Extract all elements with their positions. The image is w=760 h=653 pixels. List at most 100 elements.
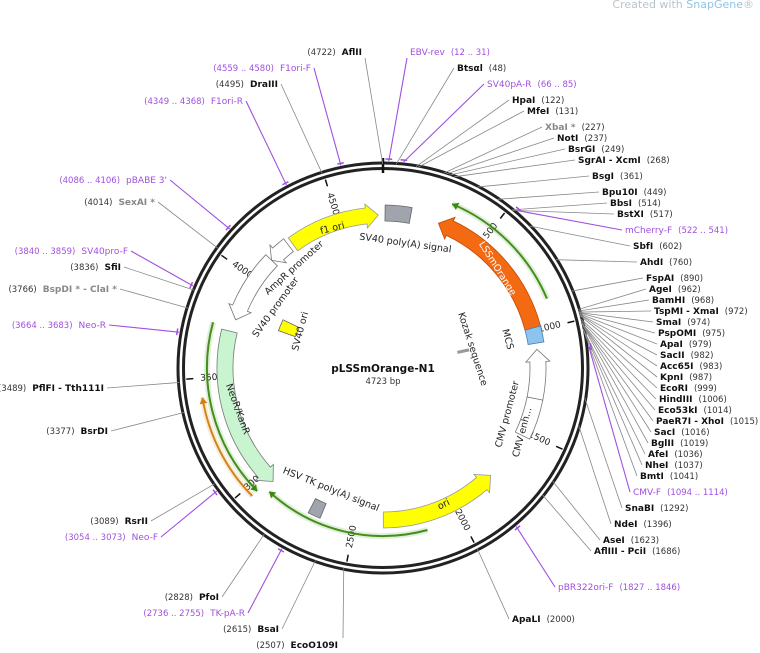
site-ndei[interactable]: NdeI(1396) xyxy=(578,425,672,530)
site-sfii[interactable]: (3836)SfiI xyxy=(70,263,195,291)
site-bsgi[interactable]: BsgI(361) xyxy=(477,172,643,188)
site-position: (4014) xyxy=(84,198,112,208)
site-position: (890) xyxy=(680,274,703,284)
site-bglii[interactable]: BglII(1019) xyxy=(581,324,708,449)
site-label: (2736 .. 2755)TK-pA-R xyxy=(143,609,245,619)
site-hpai[interactable]: HpaI(122) xyxy=(415,96,564,168)
feature-ori xyxy=(382,473,492,529)
site-pspomi[interactable]: PspOMI(975) xyxy=(579,312,725,339)
site-label: HpaI(122) xyxy=(512,96,564,106)
site-eco53ki[interactable]: Eco53kI(1014) xyxy=(581,322,732,416)
site-asei[interactable]: AseI(1623) xyxy=(552,480,659,546)
primer-pbabe-3[interactable]: (4086 .. 4106)pBABE 3' xyxy=(59,176,232,231)
site-mfei[interactable]: MfeI(131) xyxy=(418,107,578,168)
site-name: SacII xyxy=(660,351,685,361)
site-afliii-pcii[interactable]: AflIII - PciI(1686) xyxy=(542,494,681,557)
site-label: SnaBI(1292) xyxy=(625,504,688,514)
site-leader-line xyxy=(511,202,608,211)
primer-mcherry-f[interactable]: mCherry-F(522 .. 541) xyxy=(515,206,728,236)
site-name: AgeI xyxy=(649,285,672,295)
site-label: PspOMI(975) xyxy=(658,329,725,339)
primer-sv40pa-r[interactable]: SV40pA-R(66 .. 85) xyxy=(400,80,577,163)
site-label: BamHI(968) xyxy=(652,296,714,306)
site-bpu10i[interactable]: Bpu10I(449) xyxy=(497,188,667,200)
site-apali[interactable]: ApaLI(2000) xyxy=(477,548,575,625)
site-leader-line xyxy=(108,324,180,333)
site-name: BsrGI xyxy=(568,145,595,155)
site-bts-l[interactable]: Btsαl(48) xyxy=(395,64,506,165)
site-hindiii[interactable]: HindIII(1006) xyxy=(581,320,727,405)
plasmid-name: pLSSmOrange-N1 xyxy=(331,363,435,375)
site-position: (1036) xyxy=(674,450,702,460)
site-apai[interactable]: ApaI(979) xyxy=(579,313,712,350)
site-position: (975) xyxy=(702,329,725,339)
site-nhei[interactable]: NheI(1037) xyxy=(582,329,703,471)
site-label: ApaLI(2000) xyxy=(512,615,575,625)
site-pfoi[interactable]: (2828)PfoI xyxy=(165,533,265,603)
primer-tk-pa-r[interactable]: (2736 .. 2755)TK-pA-R xyxy=(143,548,285,619)
site-label: KpnI(987) xyxy=(660,373,712,383)
annotation-arc xyxy=(451,203,548,300)
site-name: EBV-rev xyxy=(410,48,446,58)
primer-cmv-f[interactable]: CMV-F(1094 .. 1114) xyxy=(588,343,728,498)
site-leader-line xyxy=(529,225,631,247)
site-kpni[interactable]: KpnI(987) xyxy=(580,315,712,383)
site-label: XbaI *(227) xyxy=(545,123,605,133)
site-pflfi-tth111i[interactable]: (3489)PflFI - Tth111I xyxy=(0,382,180,394)
site-aflii[interactable]: (4722)AflII xyxy=(307,48,384,165)
site-paer7i-xhoi[interactable]: PaeR7I - XhoI(1015) xyxy=(581,323,758,427)
site-sgrai-xcmi[interactable]: SgrAI - XcmI(268) xyxy=(454,156,670,178)
site-afei[interactable]: AfeI(1036) xyxy=(582,328,703,460)
feature-cmv-promoter xyxy=(524,348,551,401)
site-sbfi[interactable]: SbfI(602) xyxy=(529,225,682,252)
site-position: (48) xyxy=(489,64,506,74)
watermark-prefix: Created with xyxy=(612,0,687,11)
site-sexai[interactable]: (4014)SexAI * xyxy=(84,198,219,249)
site-acc65i[interactable]: Acc65I(983) xyxy=(579,314,722,372)
site-leader-line xyxy=(477,548,510,620)
primer-sv40pro-f[interactable]: (3840 .. 3859)SV40pro-F xyxy=(15,247,194,289)
site-snabi[interactable]: SnaBI(1292) xyxy=(584,397,689,514)
site-label: (3489)PflFI - Tth111I xyxy=(0,384,104,394)
site-saci[interactable]: SacI(1016) xyxy=(581,323,710,438)
site-bsai[interactable]: (2615)BsaI xyxy=(223,560,316,635)
site-leader-line xyxy=(395,67,455,165)
site-bmti[interactable]: BmtI(1041) xyxy=(583,330,698,482)
site-sacii[interactable]: SacII(982) xyxy=(579,314,714,361)
site-name: HpaI xyxy=(512,96,535,106)
site-fspai[interactable]: FspAI(890) xyxy=(571,274,703,292)
site-bspdi-clai[interactable]: (3766)BspDI * - ClaI * xyxy=(8,285,189,309)
primer-pbr322ori-f[interactable]: pBR322ori-F(1827 .. 1846) xyxy=(514,525,680,593)
primer-f1ori-f[interactable]: (4559 .. 4580)F1ori-F xyxy=(213,64,344,166)
site-name: BsrDI xyxy=(81,427,108,437)
site-bbsi[interactable]: BbsI(514) xyxy=(511,199,661,211)
feature-cmv-enh xyxy=(514,396,544,440)
primer-f1ori-r[interactable]: (4349 .. 4368)F1ori-R xyxy=(144,97,289,186)
site-position: (3836) xyxy=(70,263,98,273)
site-ecori[interactable]: EcoRI(999) xyxy=(580,318,717,394)
site-draiii[interactable]: (4495)DraIII xyxy=(216,80,323,174)
primer-neo-f[interactable]: (3054 .. 3073)Neo-F xyxy=(65,489,218,543)
site-rsrii[interactable]: (3089)RsrII xyxy=(90,483,216,527)
tick-mark xyxy=(555,445,563,450)
site-label: mCherry-F(522 .. 541) xyxy=(625,226,728,236)
feature-sv40-promoter xyxy=(228,254,278,321)
feature-label-mcs: MCS xyxy=(499,328,515,351)
site-agei[interactable]: AgeI(962) xyxy=(578,285,701,310)
site-position: (268) xyxy=(647,156,670,166)
site-xbai[interactable]: XbaI *(227) xyxy=(443,123,605,174)
site-smai[interactable]: SmaI(974) xyxy=(579,312,710,328)
site-ecoo109i[interactable]: (2507)EcoO109I xyxy=(256,568,345,651)
primer-neo-r[interactable]: (3664 .. 3683)Neo-R xyxy=(12,321,180,336)
site-noti[interactable]: NotI(237) xyxy=(446,134,607,175)
site-tspmi-xmai[interactable]: TspMI - XmaI(972) xyxy=(579,307,748,317)
site-leader-line xyxy=(342,568,345,639)
site-bstxi[interactable]: BstXI(517) xyxy=(512,209,673,220)
site-bsrgi[interactable]: BsrGI(249) xyxy=(449,145,624,176)
site-ahdi[interactable]: AhdI(760) xyxy=(555,258,692,268)
site-name: HindIII xyxy=(659,395,693,405)
site-bsrdi[interactable]: (3377)BsrDI xyxy=(46,412,185,437)
site-bamhi[interactable]: BamHI(968) xyxy=(578,296,714,312)
site-label: AfeI(1036) xyxy=(648,450,703,460)
primer-ebv-rev[interactable]: EBV-rev(12 .. 31) xyxy=(385,48,490,162)
